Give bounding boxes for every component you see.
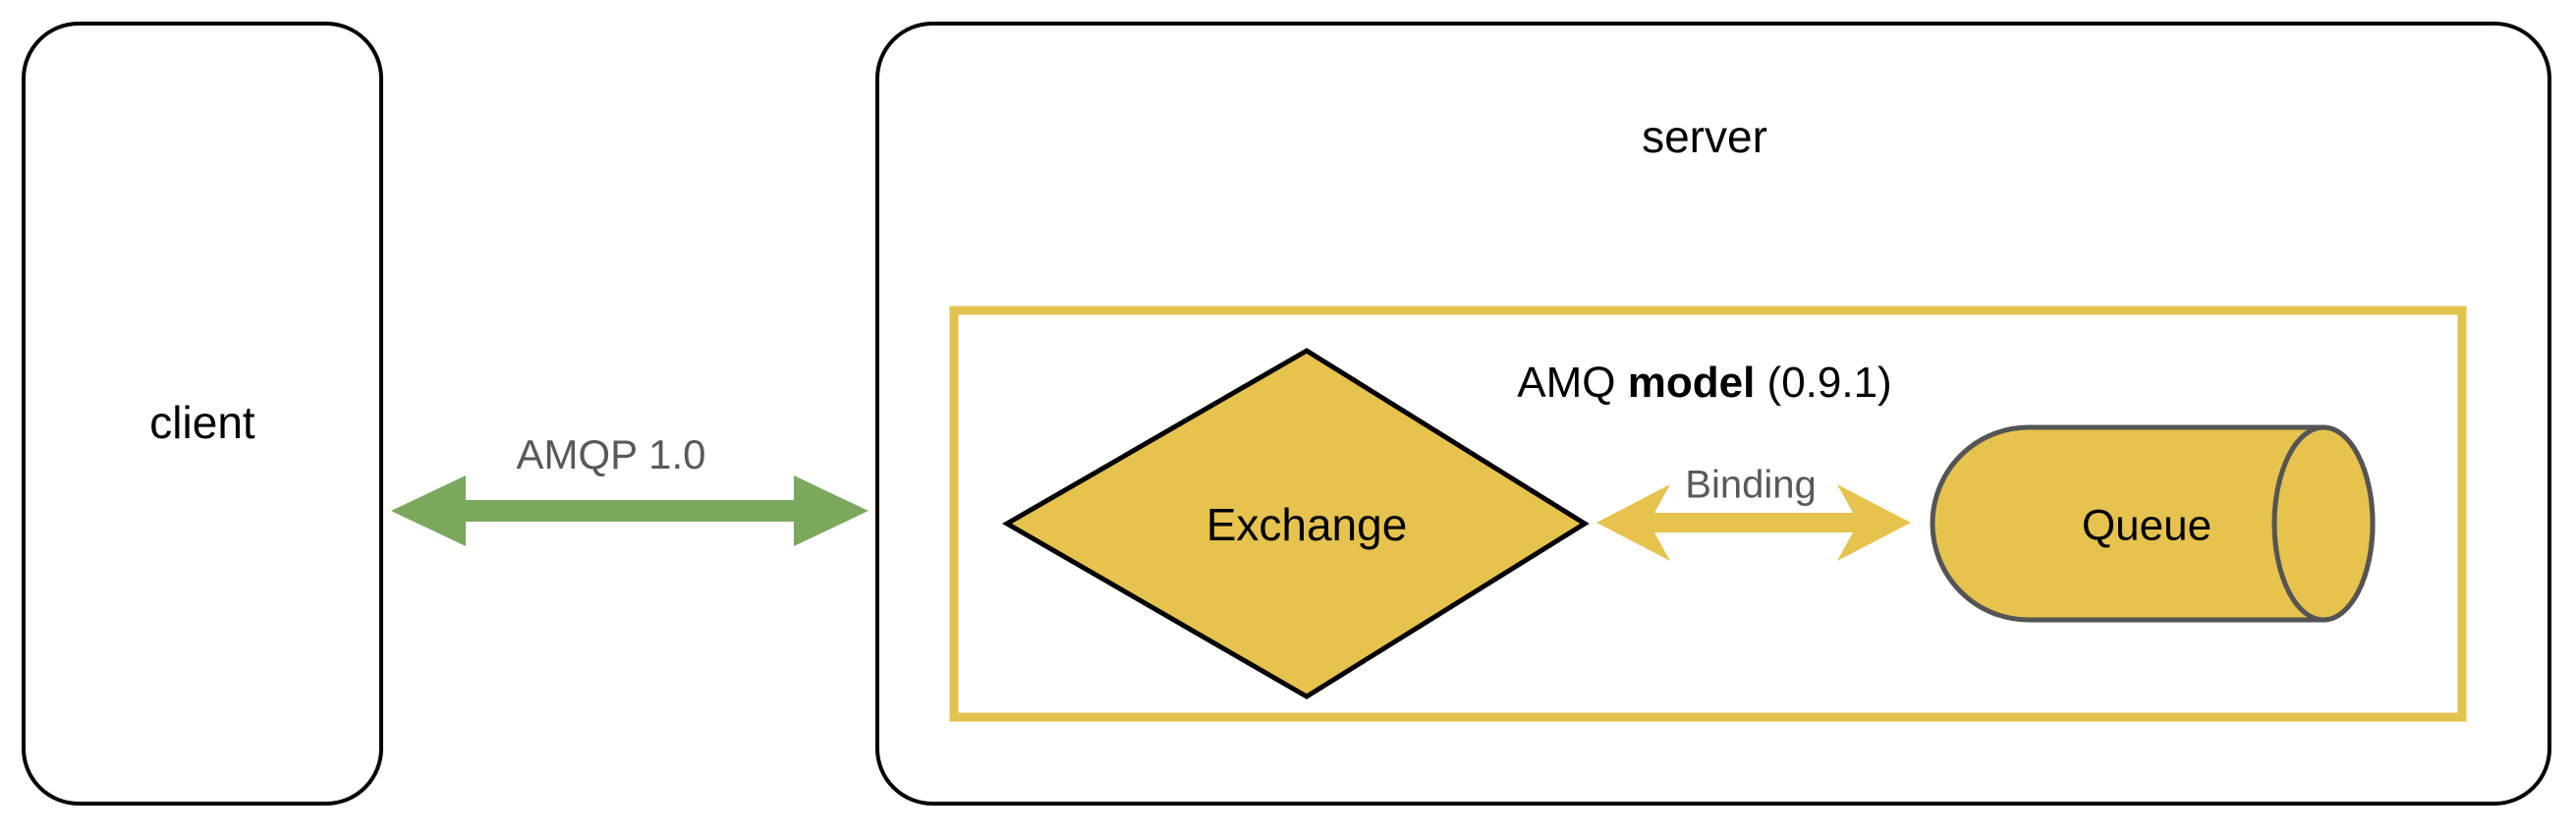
client-box[interactable] [22,22,383,806]
amq-model-box[interactable] [949,306,2467,722]
exchange-label: Exchange [1206,499,1408,550]
exchange-diamond[interactable] [1001,348,1590,699]
server-label: server [1642,111,1767,162]
amq-model-bold: model [1628,359,1756,407]
amq-model-label: AMQ model (0.9.1) [1517,359,1891,407]
queue-end-ellipse [2271,424,2376,623]
client-label: client [149,397,255,448]
binding-label: Binding [1685,464,1816,507]
binding-arrow[interactable] [1596,484,1911,561]
queue-label: Queue [2082,502,2212,550]
amq-model-prefix: AMQ [1517,359,1627,407]
amqp-connection-arrow[interactable] [391,475,868,546]
amq-model-suffix: (0.9.1) [1755,359,1891,407]
queue-cylinder[interactable] [1930,424,2376,623]
amqp-connection-label: AMQP 1.0 [517,431,706,477]
